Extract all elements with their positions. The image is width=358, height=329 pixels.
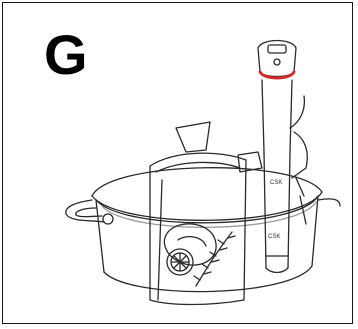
rosemary-icon xyxy=(194,232,235,286)
device-brand-bottom: CSK xyxy=(268,234,280,240)
vacuum-bag-icon xyxy=(150,122,246,305)
device-brand-top: CSK xyxy=(270,180,282,186)
lemon-slice-icon xyxy=(167,249,193,275)
sous-vide-stick-icon xyxy=(258,41,307,273)
